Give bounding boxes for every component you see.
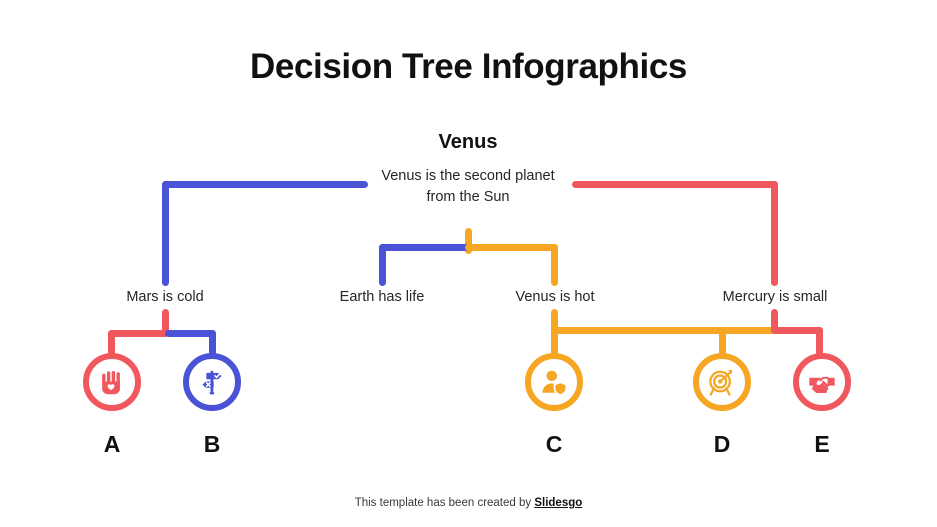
page-title: Decision Tree Infographics xyxy=(250,47,687,86)
connector-orange-inner-vertical xyxy=(551,244,558,286)
connector-ab-right-horizontal xyxy=(165,330,216,337)
root-node-description: Venus is the second planet from the Sun xyxy=(381,168,555,205)
connector-blue-inner-horizontal xyxy=(379,244,469,251)
handshake-icon xyxy=(807,367,837,397)
branch-label-earth: Earth has life xyxy=(339,289,425,305)
signpost-choice-icon xyxy=(197,367,227,397)
branch-label-mercury: Mercury is small xyxy=(722,289,828,305)
leaf-letter-b: B xyxy=(203,431,221,457)
leaf-letter-e: E xyxy=(814,431,830,457)
connector-blue-top-horizontal xyxy=(162,181,368,188)
connector-red-right-vertical xyxy=(771,181,778,286)
connector-e-vertical xyxy=(816,327,823,356)
hand-heart-icon xyxy=(97,367,127,397)
connector-d-vertical xyxy=(719,327,726,356)
connector-orange-center-stub xyxy=(465,228,472,254)
connector-blue-inner-vertical xyxy=(379,244,386,286)
connector-e-horizontal xyxy=(771,327,823,334)
branch-label-mars: Mars is cold xyxy=(126,289,204,305)
connector-red-top-horizontal xyxy=(572,181,778,188)
slidesgo-link[interactable]: Slidesgo xyxy=(534,497,583,509)
connector-b-vertical xyxy=(209,330,216,356)
leaf-node-d[interactable] xyxy=(693,353,751,411)
leaf-node-b[interactable] xyxy=(183,353,241,411)
leaf-letter-c: C xyxy=(545,431,563,457)
connector-ab-left-horizontal xyxy=(108,330,169,337)
connector-ab-stub xyxy=(162,309,169,333)
target-arrow-icon xyxy=(707,367,737,397)
leaf-letter-d: D xyxy=(713,431,731,457)
connector-a-vertical xyxy=(108,330,115,356)
footer-text: This template has been created by xyxy=(354,497,535,509)
leaf-node-a[interactable] xyxy=(83,353,141,411)
branch-label-venus: Venus is hot xyxy=(515,289,595,305)
connector-cde-stub xyxy=(551,309,558,333)
leaf-letter-a: A xyxy=(103,431,121,457)
connector-c-vertical xyxy=(551,327,558,356)
connector-e-stub xyxy=(771,309,778,331)
connector-orange-inner-horizontal xyxy=(465,244,558,251)
leaf-node-e[interactable] xyxy=(793,353,851,411)
root-node-heading: Venus xyxy=(438,131,498,153)
connector-cde-orange-horizontal xyxy=(551,327,777,334)
user-shield-icon xyxy=(539,367,569,397)
leaf-node-c[interactable] xyxy=(525,353,583,411)
connector-blue-left-vertical xyxy=(162,181,169,286)
footer-credit: This template has been created by Slides… xyxy=(0,496,937,511)
